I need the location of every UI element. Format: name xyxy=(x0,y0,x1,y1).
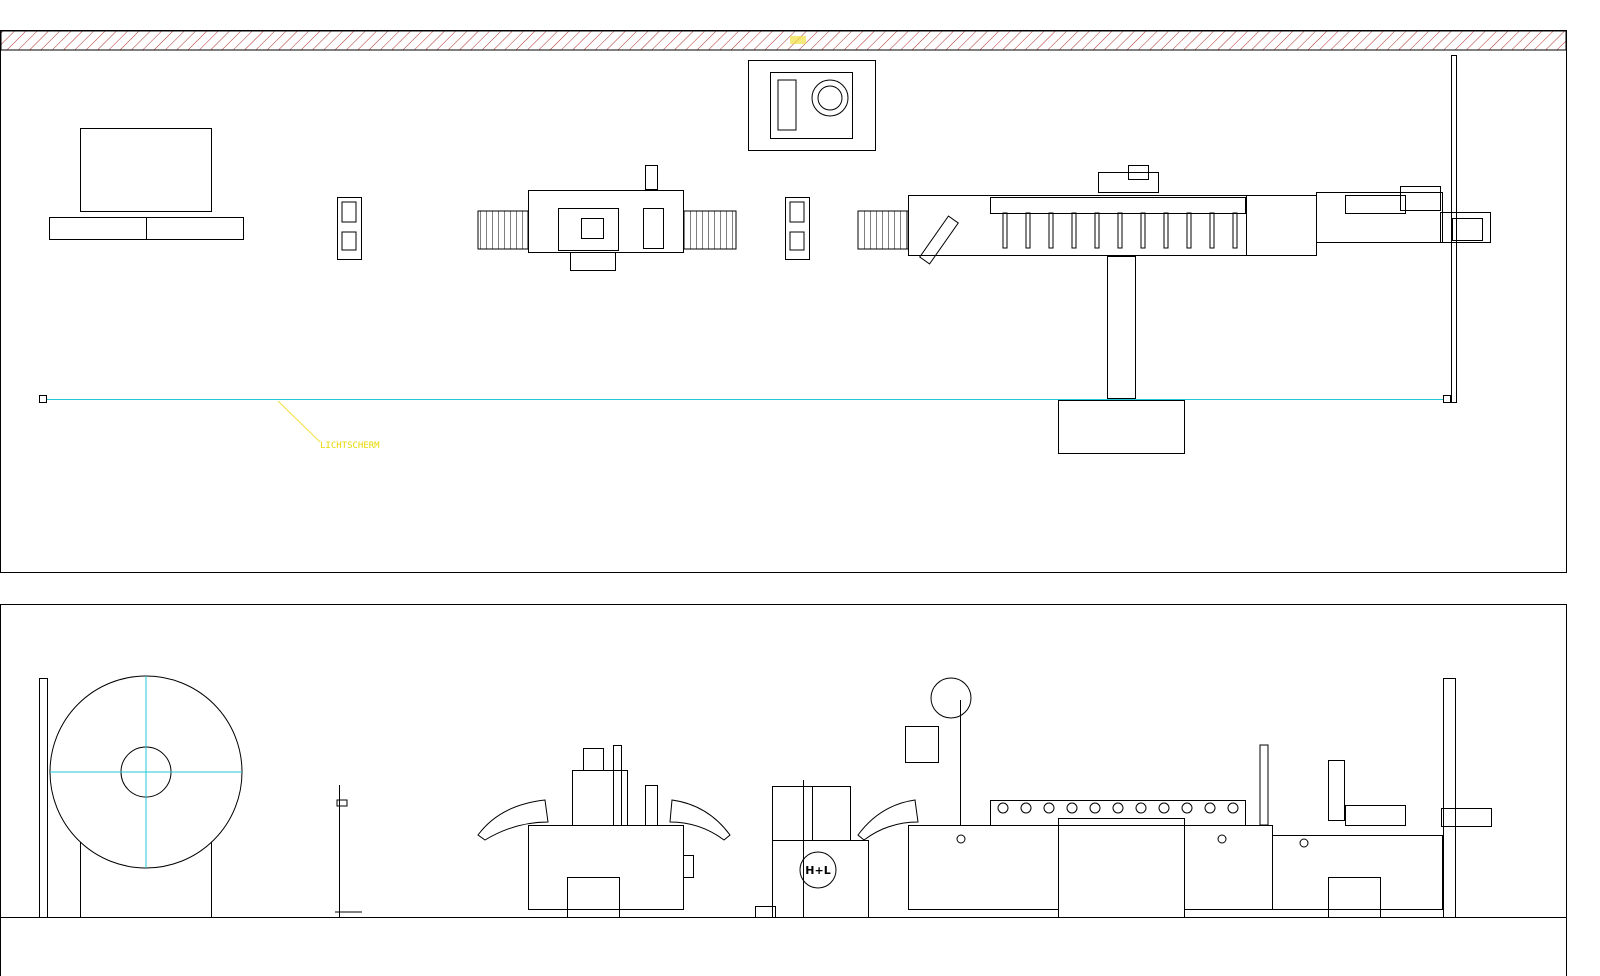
forming-station xyxy=(1140,212,1146,249)
forming-station xyxy=(1186,212,1192,249)
forming-roll xyxy=(1227,802,1239,814)
forming-station xyxy=(1071,212,1077,249)
forming-roll xyxy=(1181,802,1193,814)
light-curtain-label: LICHTSCHERM xyxy=(320,441,380,451)
press-machine-side xyxy=(477,745,731,918)
roll-forming-line-side xyxy=(857,677,1492,918)
forming-roll xyxy=(1135,802,1147,814)
forming-station xyxy=(1232,212,1238,249)
end-fence-side xyxy=(1443,678,1456,918)
forming-station xyxy=(1117,212,1123,249)
forming-station xyxy=(1025,212,1031,249)
forming-station xyxy=(1048,212,1054,249)
stand-1 xyxy=(337,197,362,260)
forming-roll xyxy=(1020,802,1032,814)
top-view-panel: LICHTSCHERM xyxy=(0,30,1567,573)
forming-roll xyxy=(1043,802,1055,814)
stand-2 xyxy=(785,197,810,260)
forming-station xyxy=(1163,212,1169,249)
forming-stations xyxy=(1002,212,1238,249)
hydraulic-unit-side: H+L xyxy=(755,780,869,918)
side-view-panel: H+L xyxy=(0,604,1567,976)
light-curtain: LICHTSCHERM xyxy=(39,395,1451,451)
forming-roll xyxy=(1089,802,1101,814)
forming-station xyxy=(1094,212,1100,249)
forming-station xyxy=(1209,212,1215,249)
forming-roll xyxy=(1158,802,1170,814)
operator-desk xyxy=(49,128,244,240)
hydraulic-unit-top xyxy=(748,60,876,151)
forming-roll xyxy=(1204,802,1216,814)
forming-station xyxy=(1002,212,1008,249)
coil-decoiler xyxy=(39,675,243,918)
forming-roll xyxy=(1066,802,1078,814)
roll-forming-line-top xyxy=(857,165,1491,454)
forming-roll xyxy=(1112,802,1124,814)
forming-roll xyxy=(997,802,1009,814)
stand-side xyxy=(335,785,362,917)
hydraulic-unit-logo: H+L xyxy=(805,864,830,877)
end-fence xyxy=(1451,55,1457,403)
wall-hatch xyxy=(0,30,1567,51)
press-machine-top xyxy=(477,165,737,271)
